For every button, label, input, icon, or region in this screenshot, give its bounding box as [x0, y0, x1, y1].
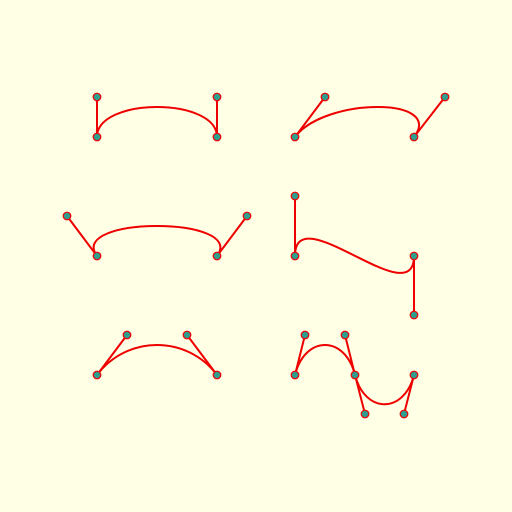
- anchor-point[interactable]: [92, 370, 102, 380]
- control-point[interactable]: [62, 211, 72, 221]
- control-point[interactable]: [182, 330, 192, 340]
- bezier-2: [290, 92, 450, 142]
- control-point[interactable]: [290, 191, 300, 201]
- control-point[interactable]: [440, 92, 450, 102]
- bezier-5: [92, 330, 222, 380]
- control-point[interactable]: [360, 409, 370, 419]
- bezier-6: [290, 330, 419, 419]
- control-point[interactable]: [92, 92, 102, 102]
- handle-line: [66, 215, 98, 257]
- bezier-curve-segment: [294, 237, 415, 274]
- control-point[interactable]: [122, 330, 132, 340]
- control-point[interactable]: [212, 92, 222, 102]
- anchor-point[interactable]: [212, 251, 222, 261]
- handle-line: [413, 96, 446, 138]
- anchor-point[interactable]: [290, 370, 300, 380]
- bezier-curve-segment: [294, 106, 420, 138]
- bezier-curve-segment: [92, 225, 222, 257]
- control-point[interactable]: [300, 330, 310, 340]
- anchor-point[interactable]: [212, 370, 222, 380]
- bezier-4: [290, 191, 419, 320]
- anchor-point[interactable]: [409, 370, 419, 380]
- bezier-curve-segment: [354, 374, 415, 406]
- control-point[interactable]: [320, 92, 330, 102]
- bezier-curve-segment: [294, 344, 356, 376]
- bezier-1: [92, 92, 222, 142]
- anchor-point[interactable]: [92, 132, 102, 142]
- control-point[interactable]: [242, 211, 252, 221]
- control-point[interactable]: [409, 310, 419, 320]
- bezier-3: [62, 211, 252, 261]
- bezier-curve-segment: [96, 106, 218, 138]
- anchor-point[interactable]: [350, 370, 360, 380]
- control-point[interactable]: [399, 409, 409, 419]
- anchor-point[interactable]: [290, 251, 300, 261]
- anchor-point[interactable]: [409, 132, 419, 142]
- anchor-point[interactable]: [92, 251, 102, 261]
- bezier-curve-segment: [96, 344, 218, 376]
- control-point[interactable]: [340, 330, 350, 340]
- curves-layer: [62, 92, 450, 419]
- anchor-point[interactable]: [290, 132, 300, 142]
- handle-line: [216, 215, 248, 257]
- anchor-point[interactable]: [409, 251, 419, 261]
- anchor-point[interactable]: [212, 132, 222, 142]
